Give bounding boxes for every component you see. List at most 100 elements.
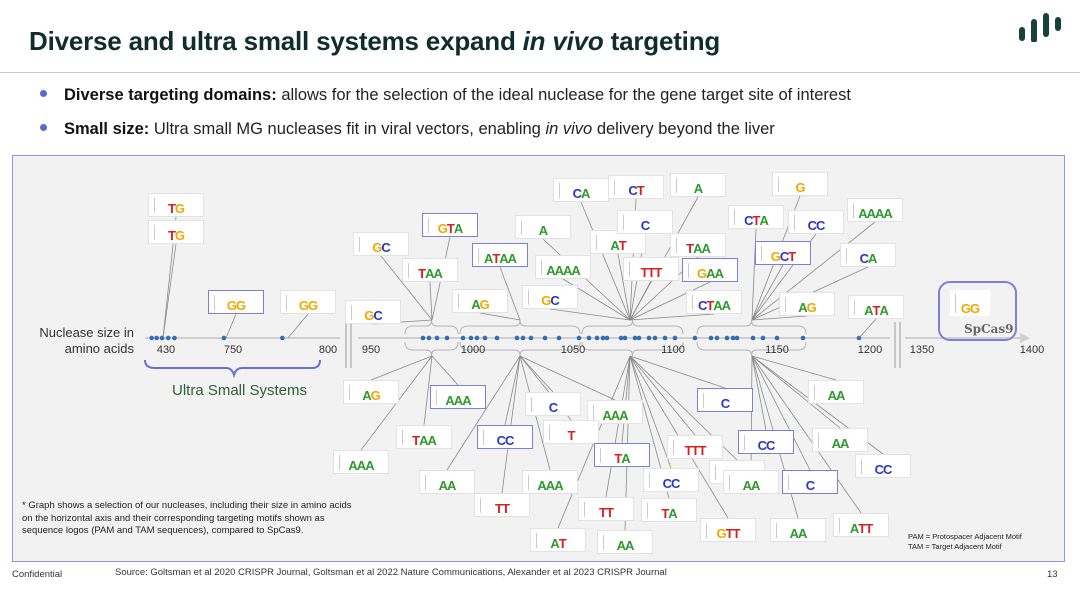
nuclease-dot bbox=[600, 335, 606, 341]
logo-letter: A bbox=[668, 506, 677, 521]
logo-letter: A bbox=[453, 393, 463, 408]
connector-line bbox=[370, 355, 433, 381]
logo-letter: A bbox=[453, 221, 463, 236]
bullet-dot bbox=[40, 90, 47, 98]
nuclease-dot bbox=[714, 335, 720, 341]
logo-letter: A bbox=[438, 478, 448, 493]
logo-letter: T bbox=[865, 521, 873, 536]
logo-letter: A bbox=[507, 251, 517, 266]
logo-letter: C bbox=[697, 298, 707, 313]
logo-letter: T bbox=[502, 501, 510, 516]
nuclease-dot bbox=[474, 335, 480, 341]
logo-letter: C bbox=[662, 476, 672, 491]
title-divider bbox=[0, 72, 1080, 73]
logo-letter: T bbox=[446, 221, 455, 236]
logo-letter: A bbox=[546, 263, 555, 278]
nuclease-dot bbox=[514, 335, 520, 341]
nuclease-dot bbox=[556, 335, 562, 341]
nuclease-dot bbox=[586, 335, 592, 341]
logo-letter: A bbox=[858, 206, 867, 221]
logo-letter: C bbox=[505, 433, 514, 448]
nuclease-dot bbox=[468, 335, 474, 341]
nuclease-dot bbox=[730, 335, 736, 341]
nuclease-dot bbox=[594, 335, 600, 341]
confidential-label: Confidential bbox=[12, 569, 63, 580]
company-logo-icon bbox=[1019, 13, 1061, 42]
logo-letter: A bbox=[831, 436, 841, 451]
logo-letter: C bbox=[628, 183, 637, 198]
logo-letter: T bbox=[654, 265, 662, 280]
nuclease-dot bbox=[622, 335, 628, 341]
tick-label: 1400 bbox=[1019, 344, 1045, 356]
page-number: 13 bbox=[1047, 569, 1058, 580]
axis-label-line2: amino acids bbox=[64, 341, 134, 356]
nuclease-dot bbox=[672, 335, 678, 341]
logo-letter: A bbox=[875, 206, 884, 221]
group-brace-top bbox=[459, 319, 581, 335]
bullet-italic: in vivo bbox=[545, 120, 593, 138]
nuclease-dot bbox=[750, 335, 756, 341]
logo-letter: T bbox=[640, 265, 649, 280]
connector-line bbox=[479, 312, 521, 321]
logo-letter: A bbox=[545, 478, 555, 493]
logo-letter: A bbox=[864, 303, 873, 318]
sequence-logo: C bbox=[697, 388, 753, 412]
logo-letter: C bbox=[572, 186, 582, 201]
tick-label: 1000 bbox=[460, 344, 486, 356]
logo-letter: A bbox=[868, 251, 877, 266]
logo-letter: C bbox=[548, 400, 558, 415]
nuclease-dot bbox=[154, 335, 159, 341]
logo-letter: A bbox=[827, 388, 837, 403]
nuclease-dot bbox=[172, 335, 177, 341]
logo-letter: G bbox=[541, 293, 551, 308]
logo-letter: C bbox=[671, 476, 680, 491]
nuclease-dot bbox=[149, 335, 154, 341]
title-italic: in vivo bbox=[522, 26, 604, 56]
logo-letter: A bbox=[365, 458, 374, 473]
logo-letter: A bbox=[714, 266, 724, 281]
connector-line bbox=[162, 243, 177, 339]
logo-letter: T bbox=[725, 526, 734, 541]
logo-letter: A bbox=[759, 213, 768, 228]
logo-letter: G bbox=[298, 298, 309, 313]
title-text: Diverse and ultra small systems expand bbox=[29, 26, 523, 56]
group-brace-top bbox=[404, 319, 459, 335]
logo-letter: A bbox=[610, 238, 619, 253]
logo-letter: G bbox=[479, 297, 490, 312]
logo-letter: T bbox=[618, 238, 627, 253]
bullet-text: Ultra small MG nucleases fit in viral ve… bbox=[149, 120, 546, 138]
connector-line bbox=[423, 355, 433, 426]
spcas9-logo: GG bbox=[950, 290, 990, 316]
tick-label: 800 bbox=[318, 344, 338, 356]
nuclease-dot bbox=[636, 335, 642, 341]
logo-letter: T bbox=[858, 521, 866, 536]
spcas9-label: SpCas9 bbox=[964, 322, 1014, 336]
logo-letter: G bbox=[364, 308, 374, 323]
nuclease-dot bbox=[652, 335, 658, 341]
connector-line bbox=[380, 255, 433, 321]
logo-letter: G bbox=[226, 298, 237, 313]
logo-letter: T bbox=[599, 505, 607, 520]
logo-letter: A bbox=[742, 478, 752, 493]
logo-letter: A bbox=[419, 433, 428, 448]
sequence-logo: A bbox=[670, 173, 726, 197]
pam-definition: PAM = Protospacer Adjacent Motif bbox=[908, 532, 1022, 541]
connector-line bbox=[605, 355, 631, 498]
tick-label: 1350 bbox=[909, 344, 935, 356]
logo-letter: A bbox=[625, 538, 634, 553]
logo-letter: G bbox=[716, 526, 726, 541]
logo-letter: T bbox=[752, 213, 761, 228]
connector-line bbox=[287, 313, 309, 339]
figure-footnote: * Graph shows a selection of our nucleas… bbox=[22, 500, 352, 536]
logo-letter: G bbox=[370, 388, 381, 403]
